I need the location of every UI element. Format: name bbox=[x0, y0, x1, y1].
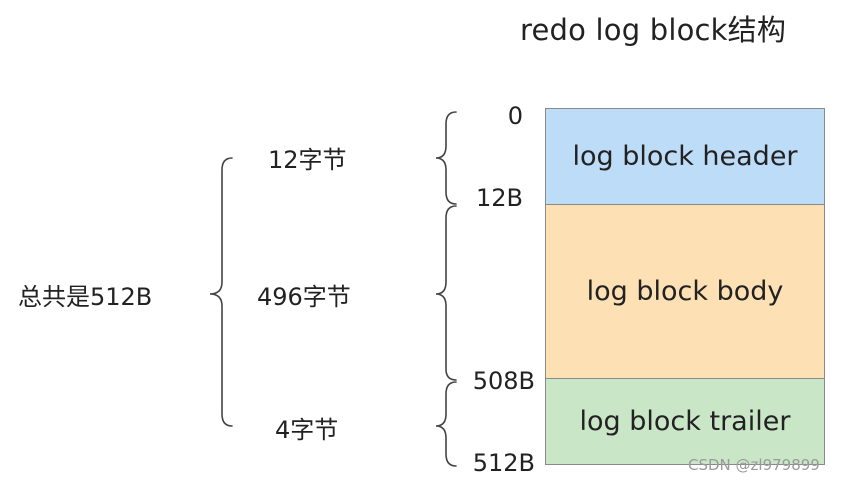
log-block-trailer-label: log block trailer bbox=[579, 406, 791, 437]
log-block-header-label: log block header bbox=[572, 141, 798, 172]
diagram-title: redo log block结构 bbox=[520, 13, 787, 47]
offset-label-12: 12B bbox=[475, 184, 523, 212]
brace-trailer bbox=[435, 381, 457, 467]
log-block-header: log block header bbox=[545, 108, 825, 205]
log-block-trailer: log block trailer bbox=[545, 378, 825, 465]
log-block-body-label: log block body bbox=[586, 276, 784, 307]
offset-label-0: 0 bbox=[507, 102, 523, 130]
offset-label-508: 508B bbox=[472, 367, 535, 395]
body-size-label: 496字节 bbox=[257, 283, 351, 311]
total-size-label: 总共是512B bbox=[18, 283, 153, 311]
header-size-label: 12字节 bbox=[268, 146, 347, 174]
log-block-body: log block body bbox=[545, 204, 825, 379]
brace-body bbox=[435, 205, 457, 381]
brace-header bbox=[435, 111, 457, 205]
brace-total bbox=[209, 157, 233, 427]
offset-label-512: 512B bbox=[472, 449, 535, 477]
trailer-size-label: 4字节 bbox=[275, 416, 339, 444]
watermark: CSDN @zl979899 bbox=[688, 456, 820, 474]
